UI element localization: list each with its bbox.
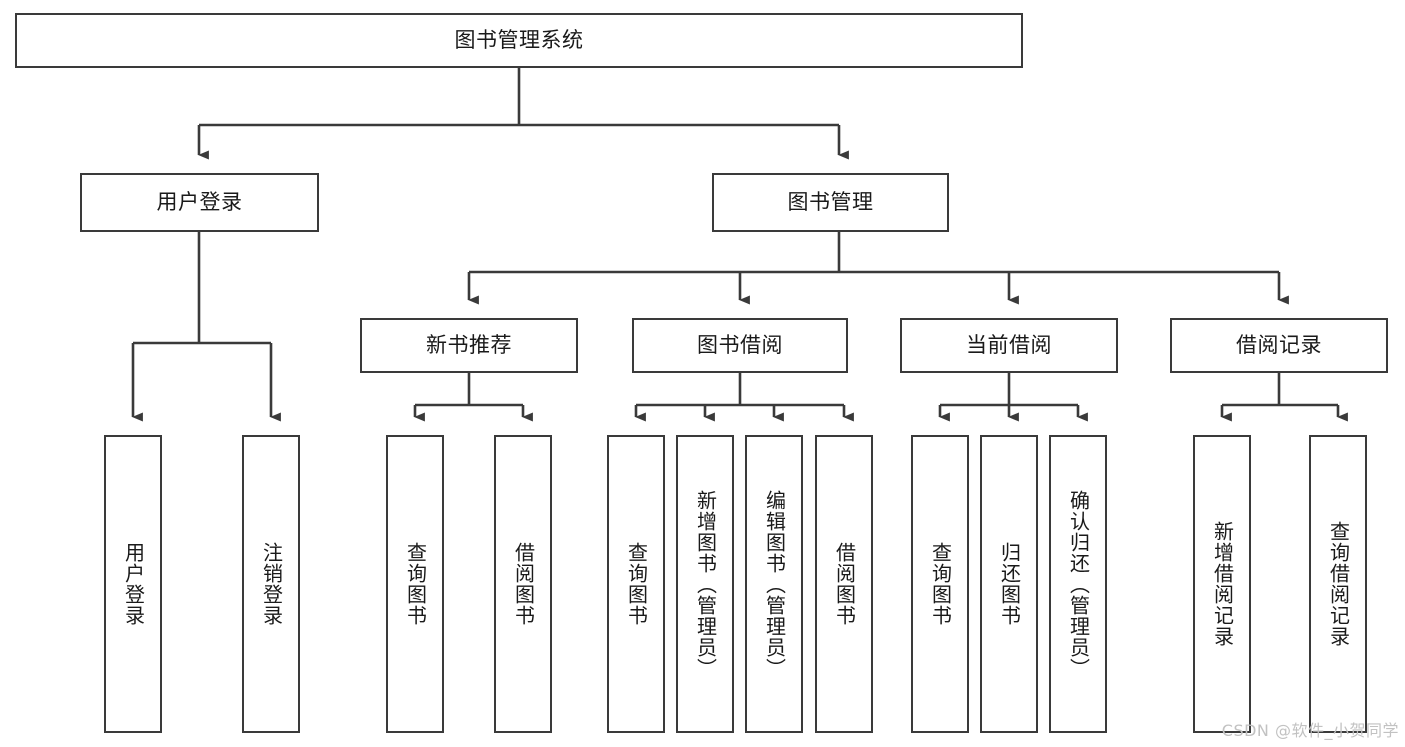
node-leaf-borrow-book-1[interactable]: 借阅图书 — [494, 435, 552, 733]
node-book-borrow-label: 图书借阅 — [697, 332, 783, 357]
node-leaf-edit-book[interactable]: 编辑图书（管理员） — [745, 435, 803, 733]
node-user-login[interactable]: 用户登录 — [80, 173, 319, 232]
node-leaf-query-book-3[interactable]: 查询图书 — [911, 435, 969, 733]
node-leaf-confirm-return-label: 确认归还（管理员） — [1066, 489, 1091, 679]
node-leaf-add-book-label: 新增图书（管理员） — [693, 489, 718, 679]
node-leaf-user-logout[interactable]: 注销登录 — [242, 435, 300, 733]
node-leaf-return-book[interactable]: 归还图书 — [980, 435, 1038, 733]
node-book-manage-label: 图书管理 — [787, 189, 874, 214]
node-book-borrow[interactable]: 图书借阅 — [632, 318, 848, 373]
node-leaf-user-login[interactable]: 用户登录 — [104, 435, 162, 733]
watermark: CSDN @软件_小贺同学 — [1221, 721, 1399, 740]
node-leaf-borrow-book-2-label: 借阅图书 — [832, 542, 857, 626]
node-user-login-label: 用户登录 — [156, 189, 243, 214]
node-root-label: 图书管理系统 — [454, 27, 584, 52]
node-book-manage[interactable]: 图书管理 — [712, 173, 949, 232]
node-current-borrow-label: 当前借阅 — [966, 332, 1052, 357]
node-leaf-query-book-1-label: 查询图书 — [403, 542, 428, 626]
node-new-book-rec-label: 新书推荐 — [426, 332, 512, 357]
node-leaf-query-book-3-label: 查询图书 — [928, 542, 953, 626]
node-leaf-borrow-book-1-label: 借阅图书 — [511, 542, 536, 626]
node-root[interactable]: 图书管理系统 — [15, 13, 1023, 68]
node-leaf-user-login-label: 用户登录 — [121, 542, 146, 626]
node-leaf-add-book[interactable]: 新增图书（管理员） — [676, 435, 734, 733]
node-new-book-rec[interactable]: 新书推荐 — [360, 318, 578, 373]
node-leaf-query-record-label: 查询借阅记录 — [1326, 521, 1351, 647]
node-leaf-query-book-2-label: 查询图书 — [624, 542, 649, 626]
node-leaf-add-record[interactable]: 新增借阅记录 — [1193, 435, 1251, 733]
node-leaf-query-record[interactable]: 查询借阅记录 — [1309, 435, 1367, 733]
node-leaf-add-record-label: 新增借阅记录 — [1210, 521, 1235, 647]
node-leaf-edit-book-label: 编辑图书（管理员） — [762, 489, 787, 679]
node-leaf-query-book-1[interactable]: 查询图书 — [386, 435, 444, 733]
node-leaf-query-book-2[interactable]: 查询图书 — [607, 435, 665, 733]
node-leaf-return-book-label: 归还图书 — [997, 542, 1022, 626]
node-leaf-borrow-book-2[interactable]: 借阅图书 — [815, 435, 873, 733]
node-leaf-user-logout-label: 注销登录 — [259, 542, 284, 626]
node-borrow-record-label: 借阅记录 — [1236, 332, 1322, 357]
node-borrow-record[interactable]: 借阅记录 — [1170, 318, 1388, 373]
node-leaf-confirm-return[interactable]: 确认归还（管理员） — [1049, 435, 1107, 733]
node-current-borrow[interactable]: 当前借阅 — [900, 318, 1118, 373]
